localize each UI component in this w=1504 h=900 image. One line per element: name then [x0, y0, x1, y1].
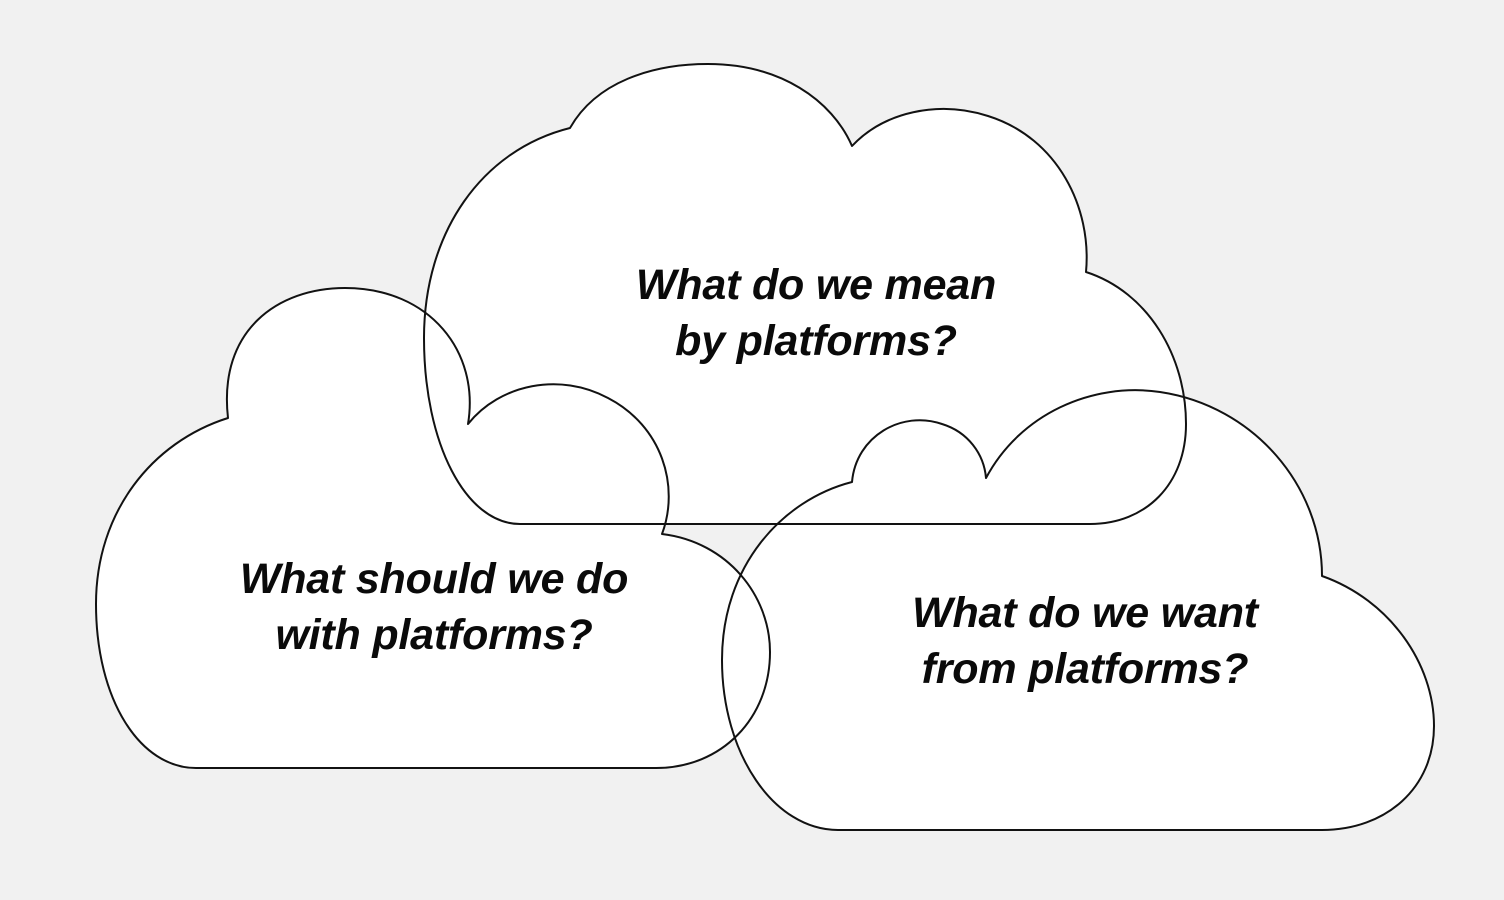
cloud-mean-outline	[423, 63, 1187, 525]
cloud-want-fill	[722, 390, 1434, 830]
cloud-should-outline	[95, 287, 771, 769]
cloud-mean-fill	[424, 64, 1186, 524]
cloud-want-outline	[721, 389, 1435, 831]
